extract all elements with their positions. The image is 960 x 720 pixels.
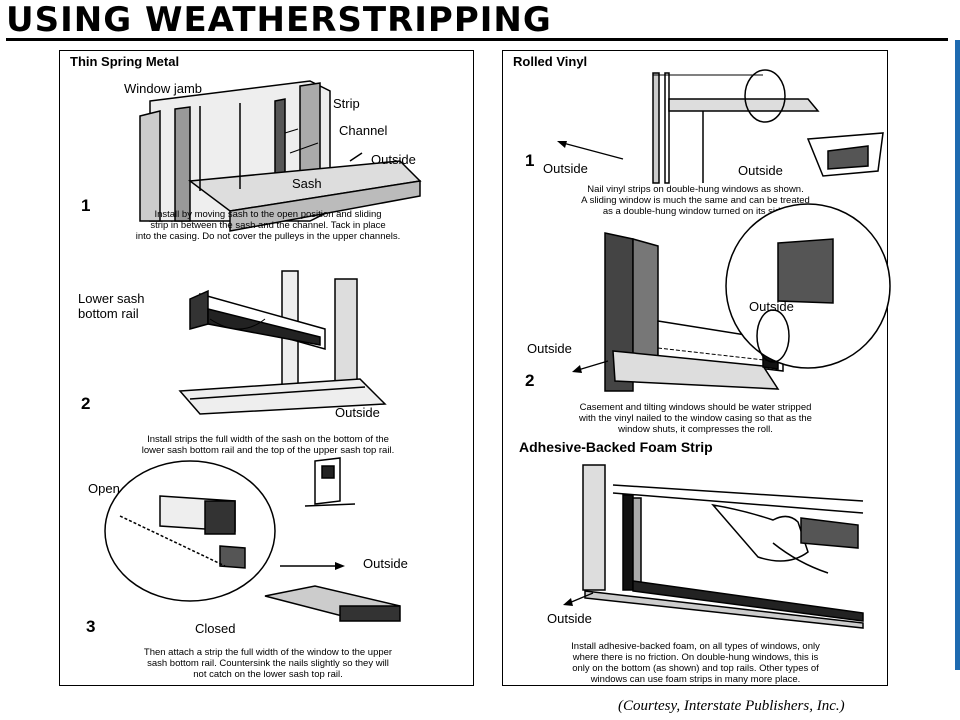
caption-line: Install strips the full width of the sas…	[147, 434, 389, 445]
label-outside-3: Outside	[363, 556, 408, 571]
label-outside-vinyl-1b: Outside	[738, 163, 783, 178]
page-title: USING WEATHERSTRIPPING	[0, 0, 950, 44]
caption-line: not catch on the lower sash top rail.	[193, 669, 343, 680]
caption-spring-metal-3: Then attach a strip the full width of th…	[78, 647, 458, 680]
page-title-text: USING WEATHERSTRIPPING	[6, 0, 552, 40]
label-channel: Channel	[339, 123, 388, 138]
label-outside-vinyl-1a: Outside	[543, 161, 588, 176]
arrow-outside-foam	[563, 592, 594, 606]
step-number-2: 2	[81, 394, 91, 413]
caption-line: Casement and tilting windows should be w…	[579, 402, 812, 413]
label-outside-vinyl-2a: Outside	[749, 299, 794, 314]
caption-line: where there is no friction. On double-hu…	[572, 652, 819, 663]
caption-rolled-vinyl-1: Nail vinyl strips on double-hung windows…	[518, 184, 873, 217]
label-lower-sash: Lower sash	[78, 291, 145, 306]
thin-spring-metal-panel: Thin Spring Metal Window jamb Strip Chan…	[59, 50, 474, 686]
caption-line: Install adhesive-backed foam, on all typ…	[571, 641, 820, 652]
section-title-foam-strip: Adhesive-Backed Foam Strip	[519, 439, 713, 455]
vinyl-step-number-1: 1	[525, 151, 535, 170]
caption-line: A sliding window is much the same and ca…	[581, 195, 810, 206]
caption-line: window shuts, it compresses the roll.	[618, 424, 773, 435]
caption-line: Install by moving sash to the open posit…	[154, 209, 382, 220]
caption-line: with the vinyl nailed to the window casi…	[579, 413, 812, 424]
figure-spring-metal-3	[104, 457, 401, 622]
figure-rolled-vinyl-1	[652, 69, 884, 184]
step-number-1: 1	[81, 196, 91, 215]
caption-spring-metal-1: Install by moving sash to the open posit…	[78, 209, 458, 242]
caption-rolled-vinyl-2: Casement and tilting windows should be w…	[518, 402, 873, 435]
figure-spring-metal-1	[139, 80, 422, 232]
figure-rolled-vinyl-2	[604, 203, 891, 392]
label-bottom-rail: bottom rail	[78, 306, 139, 321]
caption-line: only on the bottom (as shown) and top ra…	[572, 663, 819, 674]
caption-line: Nail vinyl strips on double-hung windows…	[587, 184, 804, 195]
arrow-outside-vinyl-2	[572, 360, 609, 373]
credit-line: (Courtesy, Interstate Publishers, Inc.)	[618, 698, 845, 714]
caption-line: strip in between the sash and the channe…	[150, 220, 386, 231]
step-number-3: 3	[86, 617, 96, 636]
caption-line: into the casing. Do not cover the pulley…	[135, 231, 401, 242]
label-strip: Strip	[333, 96, 360, 111]
caption-line: sash bottom rail. Countersink the nails …	[147, 658, 389, 669]
caption-spring-metal-2: Install strips the full width of the sas…	[78, 434, 458, 456]
figure-spring-metal-2	[178, 270, 387, 415]
section-title-rolled-vinyl: Rolled Vinyl	[513, 54, 588, 69]
label-outside-1: Outside	[371, 152, 416, 167]
label-sash: Sash	[292, 176, 322, 191]
arrow-outside-vinyl-1	[557, 141, 624, 160]
caption-line: Then attach a strip the full width of th…	[143, 647, 393, 658]
caption-line: as a double-hung window turned on its si…	[602, 206, 789, 217]
accent-bar	[955, 40, 960, 670]
caption-foam-strip: Install adhesive-backed foam, on all typ…	[518, 641, 873, 685]
label-closed: Closed	[195, 621, 236, 636]
section-title-thin-spring-metal: Thin Spring Metal	[70, 54, 180, 69]
figure-foam-strip	[582, 464, 864, 629]
label-outside-vinyl-2b: Outside	[527, 341, 572, 356]
vinyl-step-number-2: 2	[525, 371, 535, 390]
label-open: Open	[88, 481, 120, 496]
label-outside-foam: Outside	[547, 611, 592, 626]
rolled-vinyl-panel: Rolled Vinyl Outside Outside 1 Nail viny…	[502, 50, 891, 686]
label-window-jamb: Window jamb	[124, 81, 203, 96]
caption-line: windows can use foam strips in many more…	[590, 674, 801, 685]
label-outside-2: Outside	[335, 405, 380, 420]
caption-line: lower sash bottom rail and the top of th…	[141, 445, 395, 456]
title-underline	[6, 38, 948, 41]
